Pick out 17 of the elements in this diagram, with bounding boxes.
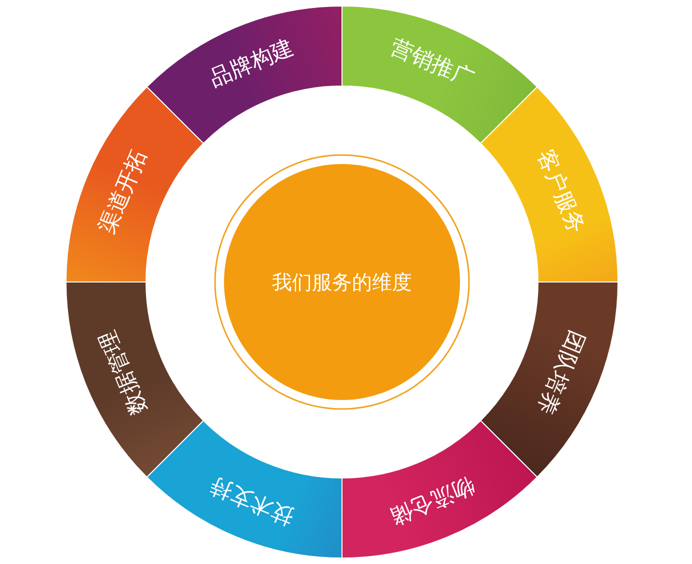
ring-segment <box>342 420 538 558</box>
center-label: 我们服务的维度 <box>272 268 412 296</box>
segment-label: 营销推广 <box>387 36 478 91</box>
segment-label: 数据管理 <box>96 327 151 418</box>
ring-segment <box>146 6 342 144</box>
ring-segment <box>66 86 204 283</box>
ring-segment <box>480 86 618 282</box>
ring-segment <box>341 6 538 144</box>
segment-label: 技术支持 <box>206 473 297 528</box>
segment-label: 客户服务 <box>533 146 588 237</box>
segment-label: 团队培养 <box>533 327 588 418</box>
ring-segment <box>146 420 342 558</box>
ring-segment <box>66 282 204 478</box>
segment-label: 渠道开拓 <box>96 146 151 237</box>
ring-segment <box>480 282 618 478</box>
segment-label: 品牌构建 <box>206 36 297 91</box>
segment-label: 物流仓储 <box>387 473 478 528</box>
